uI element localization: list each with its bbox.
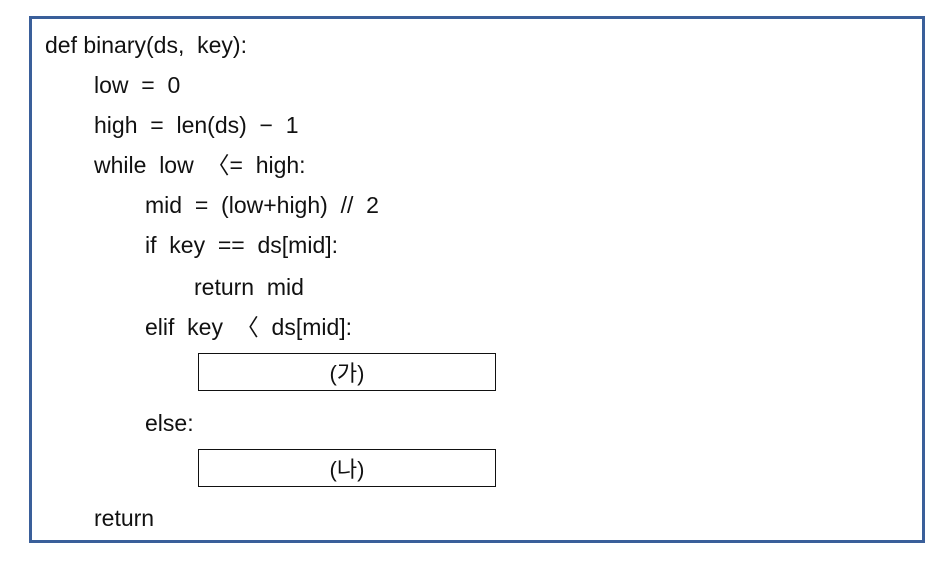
code-line: else: [145,410,194,436]
code-line: return mid [194,274,304,300]
blank-na: (나) [198,449,496,487]
code-line: return [94,505,155,531]
blank-label: (나) [329,457,365,482]
code-line: high = len(ds) − 1 [94,112,299,138]
blank-label: (가) [329,361,365,386]
code-line: while low 〈= high: [94,152,306,178]
code-line: elif key 〈 ds[mid]: [145,314,353,340]
code-line: if key == ds[mid]: [145,232,339,258]
code-line: low = 0 [94,72,181,98]
code-line: mid = (low+high) // 2 [145,192,379,218]
blank-ga: (가) [198,353,496,391]
code-box [29,16,925,543]
code-line: def binary(ds, key): [45,32,247,58]
